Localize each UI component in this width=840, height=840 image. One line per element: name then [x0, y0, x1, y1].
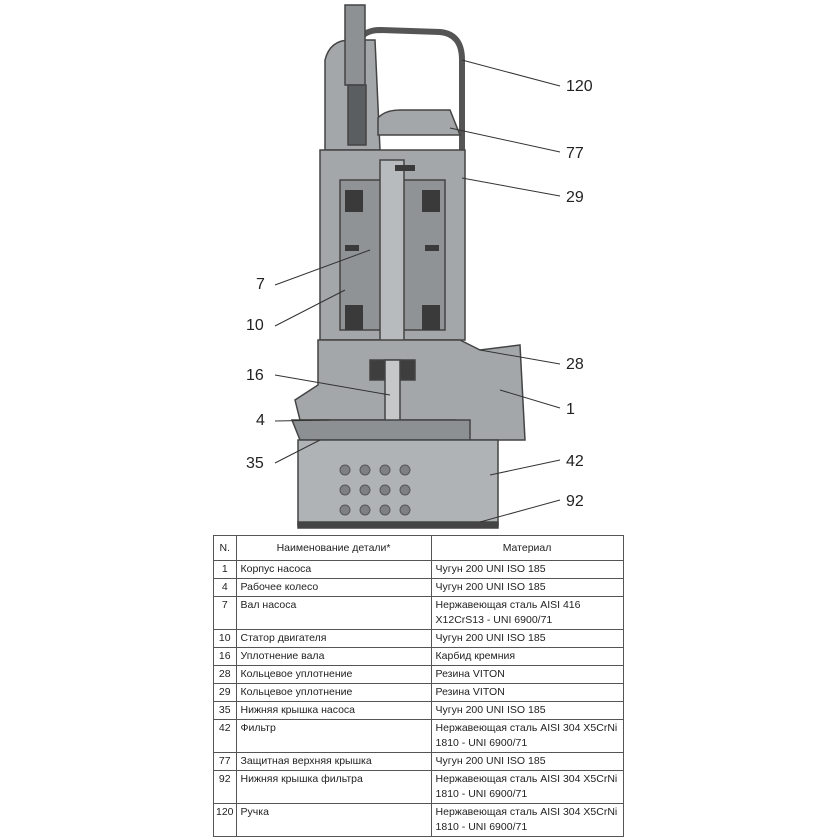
top-cover	[377, 109, 462, 136]
callout-77: 77	[566, 145, 584, 162]
table-header-row: N. Наименование детали* Материал	[213, 535, 624, 561]
part-name: Корпус насоса	[235, 560, 432, 579]
callout-4: 4	[256, 412, 265, 429]
part-name: Нижняя крышка насоса	[235, 701, 432, 720]
part-name: Статор двигателя	[235, 629, 432, 648]
pump-cross-section-drawing	[274, 4, 561, 529]
part-material: Нержавеющая сталь AISI 304 X5CrNi 1810 -…	[430, 719, 624, 753]
callout-29: 29	[566, 189, 584, 206]
part-material: Карбид кремния	[430, 647, 624, 666]
part-name: Защитная верхняя крышка	[235, 752, 432, 771]
callout-35: 35	[246, 455, 264, 472]
part-number: 1	[213, 560, 237, 579]
part-material: Чугун 200 UNI ISO 185	[430, 752, 624, 771]
callout-7: 7	[256, 276, 265, 293]
part-number: 7	[213, 596, 237, 630]
callout-120: 120	[566, 78, 593, 95]
part-name: Фильтр	[235, 719, 432, 753]
part-number: 92	[213, 770, 237, 804]
part-material: Чугун 200 UNI ISO 185	[430, 701, 624, 720]
header-material: Материал	[430, 535, 624, 561]
part-name: Рабочее колесо	[235, 578, 432, 597]
callout-10: 10	[246, 317, 264, 334]
part-number: 42	[213, 719, 237, 753]
header-number: N.	[213, 535, 237, 561]
part-number: 77	[213, 752, 237, 771]
part-material: Чугун 200 UNI ISO 185	[430, 578, 624, 597]
part-name: Ручка	[235, 803, 432, 837]
callout-28: 28	[566, 356, 584, 373]
part-material: Резина VITON	[430, 665, 624, 684]
part-material: Резина VITON	[430, 683, 624, 702]
part-number: 16	[213, 647, 237, 666]
part-material: Чугун 200 UNI ISO 185	[430, 560, 624, 579]
part-material: Нержавеющая сталь AISI 416 X12CrS13 - UN…	[430, 596, 624, 630]
callout-16: 16	[246, 367, 264, 384]
part-number: 29	[213, 683, 237, 702]
part-material: Нержавеющая сталь AISI 304 X5CrNi 1810 -…	[430, 803, 624, 837]
part-name: Кольцевое уплотнение	[235, 665, 432, 684]
part-number: 120	[213, 803, 237, 837]
filter	[297, 439, 499, 526]
header-part-name: Наименование детали*	[235, 535, 432, 561]
part-material: Чугун 200 UNI ISO 185	[430, 629, 624, 648]
part-name: Нижняя крышка фильтра	[235, 770, 432, 804]
part-name: Кольцевое уплотнение	[235, 683, 432, 702]
callout-92: 92	[566, 493, 584, 510]
part-material: Нержавеющая сталь AISI 304 X5CrNi 1810 -…	[430, 770, 624, 804]
part-number: 28	[213, 665, 237, 684]
callout-42: 42	[566, 453, 584, 470]
part-number: 4	[213, 578, 237, 597]
callout-1: 1	[566, 401, 575, 418]
part-number: 10	[213, 629, 237, 648]
part-name: Уплотнение вала	[235, 647, 432, 666]
part-number: 35	[213, 701, 237, 720]
part-name: Вал насоса	[235, 596, 432, 630]
